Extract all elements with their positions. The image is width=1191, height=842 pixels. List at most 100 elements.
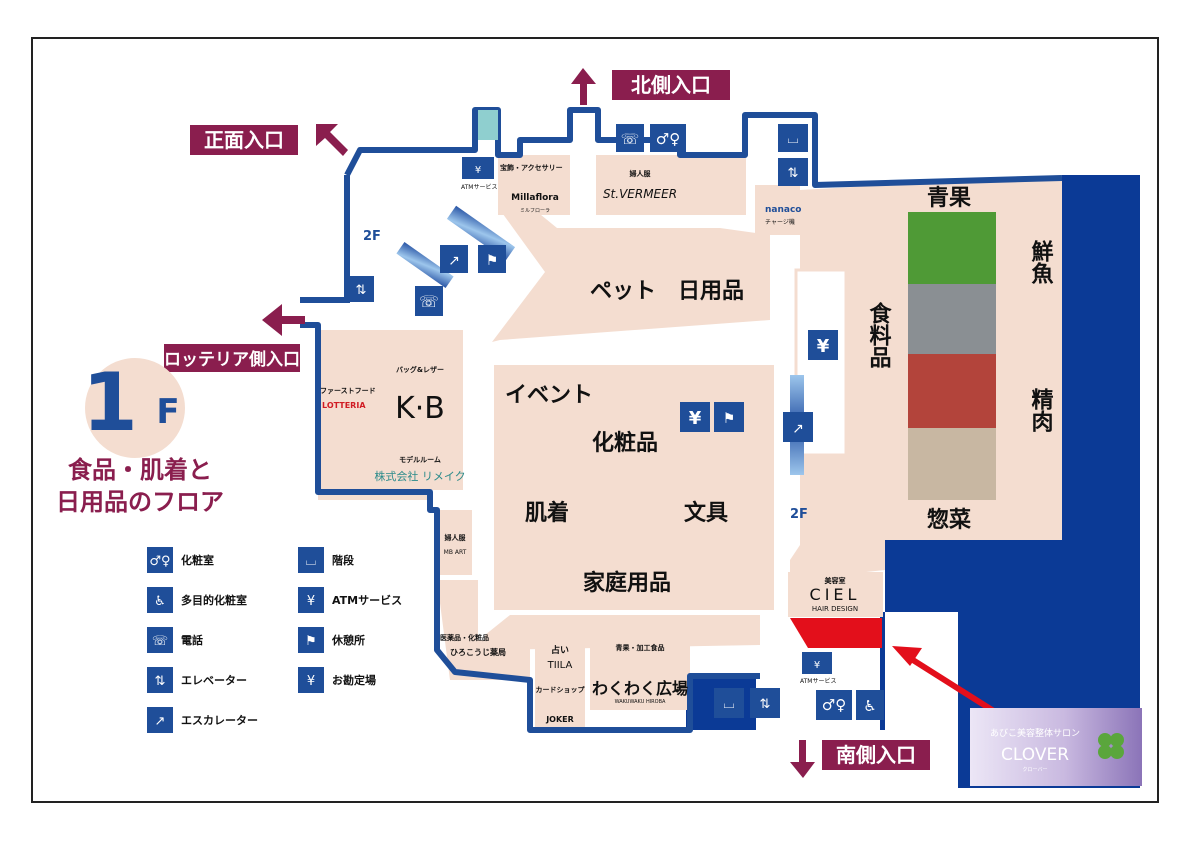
accessible-icon-glyph: ♿ [154,594,166,609]
rest-icon [298,627,324,653]
legend-label: 多目的化粧室 [181,593,247,607]
legend-label: お勘定場 [332,673,376,687]
svg-text:↗: ↗ [792,421,804,437]
svg-text:♿: ♿ [863,697,876,715]
atm-label-bottom: ATMサービス [800,677,836,685]
millaflora-name: Millaflora [511,193,559,203]
wakuwaku-category: 青果・加工食品 [616,643,665,652]
atm-icon [298,587,324,613]
stairs-icon-glyph: ⌴ [306,554,316,569]
tiila-name: TIILA [547,660,573,671]
lotteria-entrance-badge [164,344,300,372]
area-deli: 惣菜 [927,507,971,533]
remake-name: 株式会社 リメイク [374,469,465,483]
nanaco-name: nanaco [765,205,801,215]
area-food: 食料品 [866,301,892,368]
svg-text:¥: ¥ [475,165,481,176]
elevator-icon [147,667,173,693]
atm-icon: ¥ [462,157,494,179]
legend-item: ♿ 多目的化粧室 [147,587,247,613]
front-entrance-label: 正面入口 [204,128,284,152]
floor-subtitle-2: 日用品のフロア [56,488,224,516]
kb-name: K·B [395,391,445,426]
ladies-name: MB ART [444,549,467,556]
ciel-category: 美容室 [825,576,846,585]
svg-text:⌴: ⌴ [787,131,798,147]
legend-item: ⇅ エレベーター [147,667,247,693]
svg-text:♂♀: ♂♀ [656,130,680,148]
legend-item: ↗エスカレーター [147,707,258,733]
svg-text:☏: ☏ [621,130,640,148]
area-household: 家庭用品 [583,570,671,596]
south-arrow-icon [790,740,815,778]
svg-text:¥: ¥ [817,336,830,357]
area-underwear: 肌着 [525,500,569,526]
wakuwaku-name: わくわく広場 [592,679,688,698]
legend-label: 化粧室 [181,553,214,567]
yen-icon-glyph: ¥ [307,674,315,689]
svg-text:⌴: ⌴ [723,696,734,712]
atm-label-top: ATMサービス [461,183,497,191]
lotteria-category: ファーストフード [320,387,376,395]
fish-photo [908,284,996,354]
restroom-icon: ♂♀ [816,690,852,720]
north-entrance-badge [612,70,730,100]
kb-category: バッグ&レザー [396,365,444,374]
legend-label: エレベーター [181,674,247,687]
area-daily: 日用品 [678,279,744,304]
lotteria-entrance-label: ロッテリア側入口 [164,349,300,370]
west-arrow-icon [262,304,305,336]
svg-text:⇅: ⇅ [356,283,367,298]
pointer-arrow-line [903,652,1002,718]
millaflora-category: 宝飾・アクセサリー [500,163,563,172]
vermeer-name: St.VERMEER [603,187,677,201]
clover-name: CLOVER [1001,745,1069,765]
area-pet: ペット [590,279,656,304]
svg-text:⇅: ⇅ [760,697,771,712]
floor-badge-circle [85,358,185,458]
front-entrance-badge [190,125,298,155]
south-entrance-badge [822,740,930,770]
elevator-icon: ⇅ [778,158,808,186]
legend-label: 休憩所 [331,633,365,647]
clover-location-highlight [790,618,882,648]
svg-text:♂♀: ♂♀ [822,696,846,714]
legend: ♂♀化粧室⌴階段♿多目的化粧室¥ATMサービス☏電話⚑休憩所⇅エレベーター¥お勘… [147,547,402,733]
svg-text:⇅: ⇅ [788,166,799,181]
svg-text:⚑: ⚑ [486,253,499,269]
clover-leaf-icon [1098,733,1124,759]
building-wall-west [300,175,350,303]
phone-icon-glyph: ☏ [152,634,168,649]
produce-photo [908,212,996,284]
meat-photo [908,354,996,428]
svg-text:☏: ☏ [419,292,439,311]
remake-category: モデルルーム [399,455,441,464]
area-event: イベント [505,383,593,408]
svg-text:¥: ¥ [689,408,702,429]
atm-icon: ¥ [802,652,832,674]
accessible-icon: ♿ [856,690,884,720]
escalator-icon-glyph: ↗ [155,714,166,729]
deli-photo [908,428,996,500]
area-cosmetics: 化粧品 [592,430,658,456]
pointer-arrow-head [892,646,922,666]
yen-icon: ¥ [808,330,838,360]
stairs-icon: ⌴ [714,688,744,718]
escalator-icon [147,707,173,733]
yen-icon: ¥ [680,402,710,432]
vermeer-category: 婦人服 [629,169,652,178]
building-wall [344,107,1063,188]
elevator-icon-glyph: ⇅ [155,674,166,689]
ladies-category: 婦人服 [444,533,467,542]
floor-letter: F [156,392,179,432]
stairs-icon [298,547,324,573]
accessible-icon [147,587,173,613]
area-fish: 鮮魚 [1028,239,1054,285]
card-name: JOKER [545,715,574,724]
elevator-icon: ⇅ [750,688,780,718]
building-wall-west2 [300,322,760,733]
ciel-name: CIEL [810,585,861,604]
area-stationery: 文具 [684,500,728,526]
front-arrow-icon [316,124,348,156]
legend-item: ♂♀化粧室 [147,547,214,573]
